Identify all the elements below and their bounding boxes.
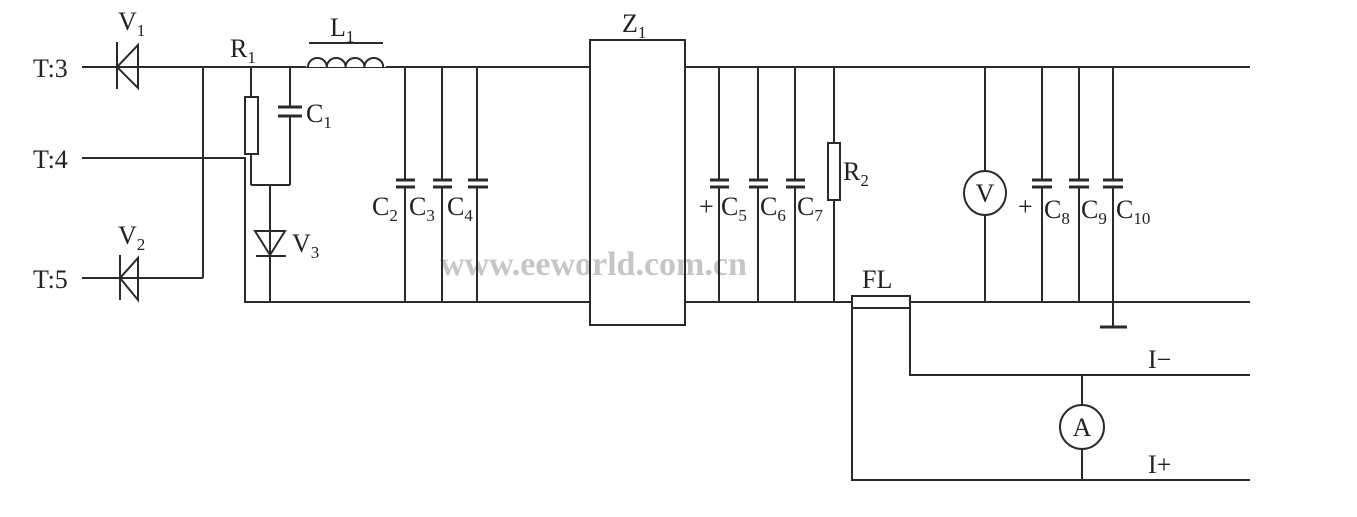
diode-v1 [115,42,139,91]
capacitor-c10 [1103,67,1123,327]
z1-label: Z1 [622,9,646,42]
capacitor-c9 [1069,67,1089,302]
module-z1 [589,39,686,326]
c9-label: C9 [1081,195,1107,228]
output-rails [685,66,1250,303]
c3-label: C3 [409,192,435,225]
i-minus-label: I− [1148,345,1171,374]
r1-label: R1 [230,34,256,67]
voltmeter-label: V [976,179,995,208]
ammeter [1059,404,1105,450]
c2-label: C2 [372,192,398,225]
capacitor-c1 [278,67,302,185]
c1-label: C1 [306,99,332,132]
v1-label: V1 [118,7,145,40]
capacitor-c7 [786,67,805,302]
c5-plus-sign: + [699,192,714,221]
diode-v2 [118,255,139,303]
resistor-r2 [827,67,841,302]
c5-label: C5 [721,192,747,225]
terminal-t4-label: T:4 [33,145,68,174]
c4-label: C4 [447,192,473,225]
v3-label: V3 [292,229,319,262]
inductor-l1 [306,42,386,68]
c6-label: C6 [760,192,786,225]
capacitor-c8 [1032,67,1052,302]
c10-label: C10 [1116,195,1150,228]
capacitor-c4 [468,67,488,302]
fl-label: FL [862,265,892,294]
c8-label: C8 [1044,195,1070,228]
r2-label: R2 [843,157,869,190]
c8-plus-sign: + [1018,192,1033,221]
capacitor-c6 [749,67,768,302]
v2-label: V2 [118,221,145,254]
capacitor-c2 [396,67,415,302]
c7-label: C7 [797,192,823,225]
voltmeter [963,67,1007,302]
watermark: www.eeworld.com.cn [440,246,747,283]
terminal-t3-label: T:3 [33,54,68,83]
shunt-fl [851,295,911,309]
diode-v3 [253,185,287,302]
ammeter-label: A [1073,413,1092,442]
current-sense-wiring [851,308,1250,481]
terminal-t5-label: T:5 [33,265,68,294]
i-plus-label: I+ [1148,450,1171,479]
l1-label: L1 [330,13,354,46]
capacitor-c3 [433,67,452,302]
capacitor-c5 [710,67,729,302]
resistor-r1 [244,67,290,186]
